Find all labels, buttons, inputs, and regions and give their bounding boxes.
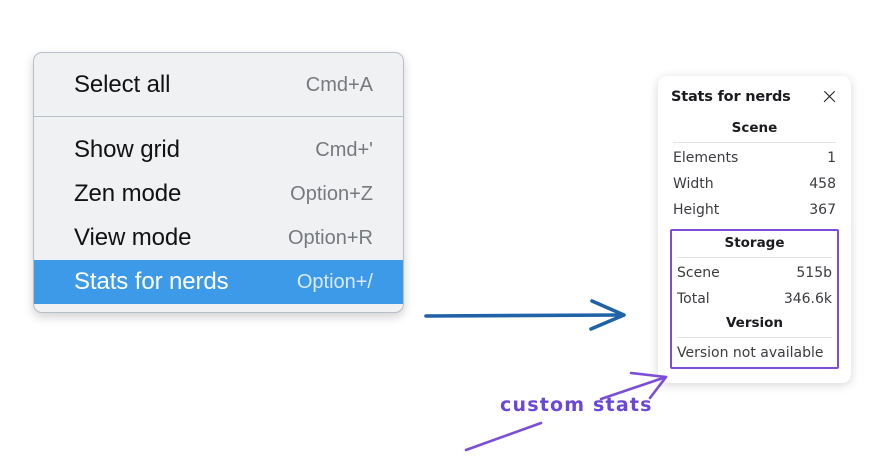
stat-value: 367 bbox=[809, 202, 836, 218]
custom-stats-block: Storage Scene 515b Total 346.6k Version … bbox=[670, 229, 839, 369]
menu-item-label: Zen mode bbox=[74, 180, 182, 207]
menu-item-label: Select all bbox=[74, 71, 171, 98]
menu-item-show-grid[interactable]: Show grid Cmd+' bbox=[34, 128, 403, 172]
stat-key: Scene bbox=[677, 265, 720, 281]
menu-group-2: Show grid Cmd+' Zen mode Option+Z View m… bbox=[34, 117, 403, 312]
stat-row-width: Width 458 bbox=[671, 171, 838, 197]
stats-panel-header: Stats for nerds bbox=[671, 88, 838, 105]
stat-value: 515b bbox=[796, 265, 832, 281]
version-not-available-text: Version not available bbox=[677, 345, 824, 361]
stat-key: Total bbox=[677, 291, 710, 307]
section-rule bbox=[677, 337, 832, 338]
menu-item-shortcut: Option+/ bbox=[296, 270, 373, 293]
stats-for-nerds-panel[interactable]: Stats for nerds Scene Elements 1 Width 4… bbox=[658, 76, 851, 383]
section-rule bbox=[677, 257, 832, 258]
stats-panel-title: Stats for nerds bbox=[671, 88, 791, 105]
context-menu[interactable]: Select all Cmd+A Show grid Cmd+' Zen mod… bbox=[33, 52, 404, 313]
section-title-version: Version bbox=[725, 315, 784, 331]
menu-item-view-mode[interactable]: View mode Option+R bbox=[34, 216, 403, 260]
menu-item-label: Show grid bbox=[74, 136, 180, 163]
menu-group-1: Select all Cmd+A bbox=[34, 53, 403, 116]
stat-row-storage-total: Total 346.6k bbox=[675, 286, 834, 312]
menu-item-select-all[interactable]: Select all Cmd+A bbox=[34, 63, 403, 107]
menu-item-label: Stats for nerds bbox=[74, 268, 229, 295]
stat-value: 346.6k bbox=[783, 291, 832, 307]
stat-row-height: Height 367 bbox=[671, 197, 838, 223]
menu-item-stats-for-nerds[interactable]: Stats for nerds Option+/ bbox=[34, 260, 403, 304]
stat-key: Width bbox=[673, 176, 714, 192]
section-rule bbox=[673, 142, 836, 143]
stat-key: Height bbox=[673, 202, 720, 218]
stat-row-elements: Elements 1 bbox=[671, 145, 838, 171]
purple-arrow-to-block bbox=[599, 371, 668, 401]
menu-item-shortcut: Option+Z bbox=[290, 182, 373, 205]
stat-value: 1 bbox=[827, 150, 836, 166]
stat-value: 458 bbox=[809, 176, 836, 192]
menu-item-shortcut: Cmd+' bbox=[315, 138, 373, 161]
purple-underline-stroke bbox=[464, 421, 543, 452]
menu-item-shortcut: Cmd+A bbox=[305, 73, 373, 96]
stat-row-storage-scene: Scene 515b bbox=[675, 260, 834, 286]
section-title-scene: Scene bbox=[731, 120, 778, 136]
menu-item-zen-mode[interactable]: Zen mode Option+Z bbox=[34, 172, 403, 216]
blue-arrow bbox=[424, 299, 626, 331]
menu-item-shortcut: Option+R bbox=[287, 226, 373, 249]
stat-key: Elements bbox=[673, 150, 739, 166]
section-title-storage: Storage bbox=[724, 235, 785, 251]
menu-item-label: View mode bbox=[74, 224, 192, 251]
menu-divider bbox=[34, 116, 403, 117]
close-icon[interactable] bbox=[821, 88, 838, 105]
annotation-label-custom-stats: custom stats bbox=[500, 394, 653, 416]
